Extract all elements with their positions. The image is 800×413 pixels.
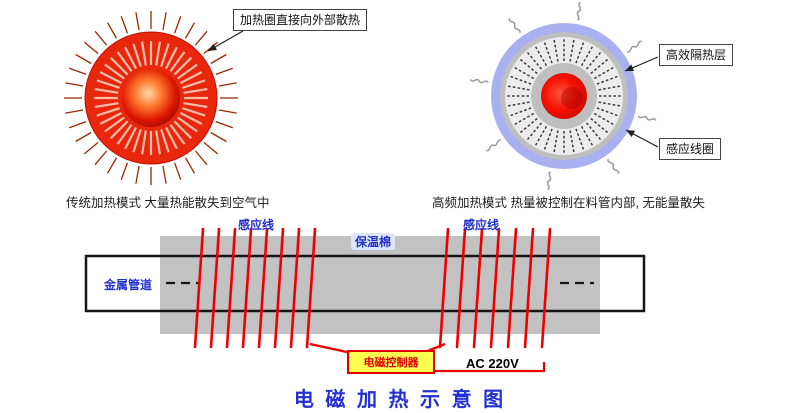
power-supply-wire [433, 362, 546, 373]
coil-pointer-arrow [625, 129, 659, 148]
caption-induction-mode: 高频加热模式 热量被控制在料管内部, 无能量散失 [432, 196, 705, 210]
insulation-pointer-arrow [624, 56, 659, 72]
label-ac-power: AC 220V [466, 356, 519, 371]
label-induction-wire-left: 感应线 [238, 218, 275, 232]
callout-heater-radiates-outward: 加热圈直接向外部散热 [233, 9, 368, 31]
label-induction-wire-right: 感应线 [463, 218, 500, 232]
label-metal-pipe: 金属管道 [104, 278, 153, 292]
induction-coil-windings [193, 227, 552, 349]
heater-hot-core [122, 69, 180, 127]
heat-radiation-arrows [64, 11, 238, 185]
page-title: 电 磁 加 热 示 意 图 [293, 389, 507, 411]
insulation-cotton-block [160, 236, 600, 334]
label-insulation-cotton: 保温棉 [351, 233, 396, 250]
core-shadow [561, 87, 583, 109]
label-induction-coil: 感应线圈 [659, 138, 722, 160]
label-insulation-layer: 高效隔热层 [659, 44, 734, 66]
heat-wave-squiggles [469, 1, 657, 191]
caption-traditional-mode: 传统加热模式 大量热能散失到空气中 [66, 196, 270, 210]
controller-box: 电磁控制器 [347, 350, 435, 374]
traditional-heater-figure [64, 11, 244, 185]
heater-band-slots [94, 41, 208, 155]
induction-heater-figure [469, 1, 659, 191]
callout-pointer-arrow [207, 30, 244, 52]
heated-barrel-core [541, 73, 587, 119]
induction-coil-cross-section [506, 38, 622, 154]
